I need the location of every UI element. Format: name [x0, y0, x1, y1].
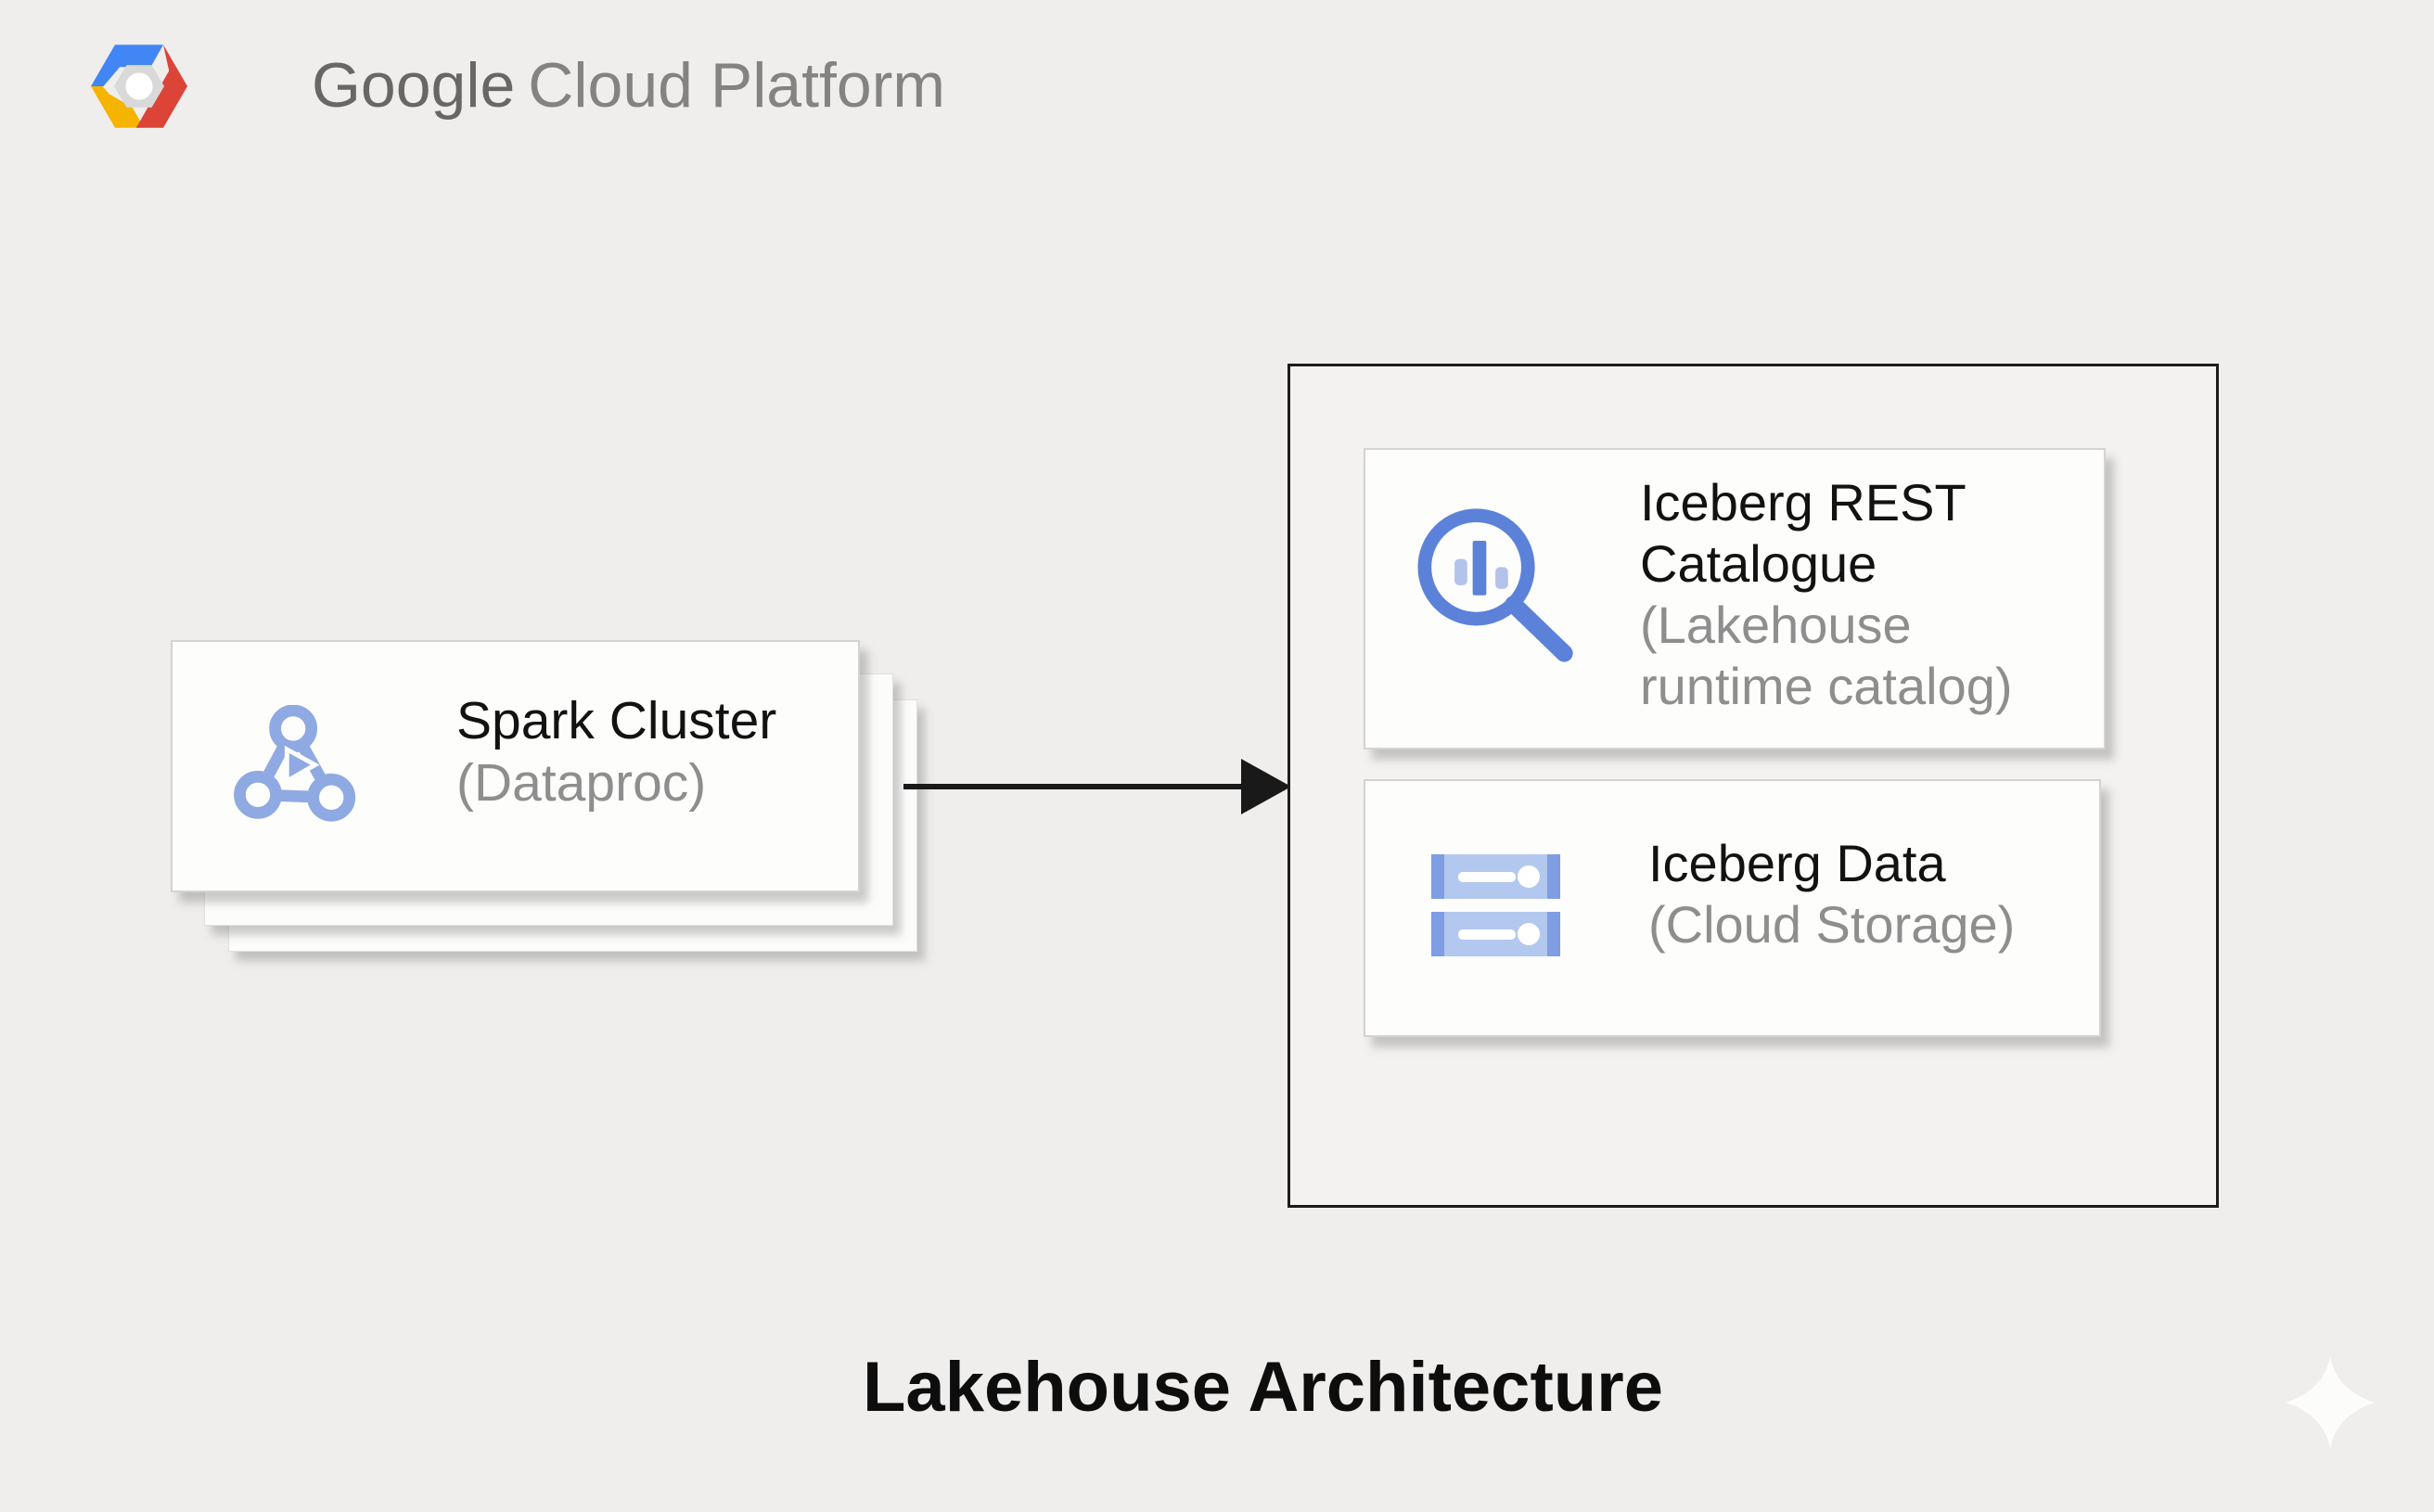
rest-node-text: Iceberg REST Catalogue (Lakehouse runtim…: [1640, 472, 2095, 717]
sparkle-icon: [2286, 1356, 2375, 1449]
data-node-text: Iceberg Data (Cloud Storage): [1648, 833, 2094, 955]
gcp-hexagon-icon: [91, 45, 187, 128]
brand-google-label: Google: [312, 50, 516, 121]
catalog-search-icon: [1417, 508, 1573, 662]
spark-node-title: Spark Cluster: [456, 691, 777, 750]
spark-node-subtitle: (Dataproc): [456, 753, 707, 813]
iceberg-data-node: Iceberg Data (Cloud Storage): [1364, 779, 2101, 1037]
arrow-right-head: [1241, 759, 1291, 814]
brand-cloud-platform-label: Cloud Platform: [528, 50, 946, 121]
data-node-subtitle: (Cloud Storage): [1648, 895, 2016, 954]
cloud-storage-icon: [1431, 854, 1560, 956]
dataproc-icon: [234, 705, 356, 822]
diagram-title: Lakehouse Architecture: [863, 1348, 1664, 1427]
iceberg-rest-catalogue-node: Iceberg REST Catalogue (Lakehouse runtim…: [1364, 448, 2106, 750]
spark-node-text: Spark Cluster (Dataproc): [456, 690, 776, 814]
rest-node-title: Iceberg REST Catalogue: [1640, 473, 1966, 593]
data-node-title: Iceberg Data: [1648, 834, 1946, 892]
arrow-line: [903, 784, 1247, 789]
spark-cluster-node: Spark Cluster (Dataproc): [171, 640, 860, 892]
rest-node-subtitle: (Lakehouse runtime catalog): [1640, 596, 2013, 715]
